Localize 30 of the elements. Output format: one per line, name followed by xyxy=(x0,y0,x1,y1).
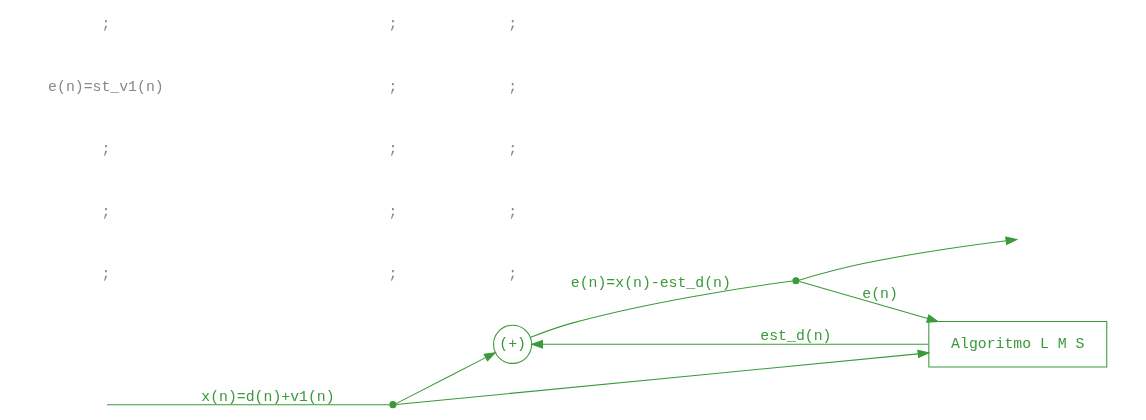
arrow xyxy=(797,236,1018,281)
node-point xyxy=(791,277,799,285)
label: ; xyxy=(507,141,517,158)
label: ; xyxy=(507,266,517,283)
label: ; xyxy=(387,266,397,283)
arrow xyxy=(395,349,930,405)
label: ; xyxy=(387,78,397,95)
node-box: Algoritmo L M S xyxy=(927,321,1107,368)
edge-label: est_d(n) xyxy=(759,328,831,345)
edge-label: e(n) xyxy=(861,285,898,302)
label: ; xyxy=(100,203,110,220)
label: ; xyxy=(100,16,110,33)
label: ; xyxy=(100,141,110,158)
label: ; xyxy=(507,203,517,220)
edge-label: e(n)=x(n)-est_d(n) xyxy=(570,275,731,292)
node-circle: (+) xyxy=(492,324,532,364)
connector xyxy=(106,404,390,406)
label: ; xyxy=(387,203,397,220)
label: e(n)=st_v1(n) xyxy=(47,78,164,95)
edge-label: x(n)=d(n)+v1(n) xyxy=(200,388,335,405)
arrow xyxy=(798,280,939,323)
arrow xyxy=(529,339,929,349)
label: ; xyxy=(387,141,397,158)
node-point xyxy=(388,401,396,409)
connector xyxy=(529,280,793,338)
label: ; xyxy=(507,16,517,33)
arrow xyxy=(395,351,497,405)
label: ; xyxy=(507,78,517,95)
label: ; xyxy=(100,266,110,283)
label: ; xyxy=(387,16,397,33)
